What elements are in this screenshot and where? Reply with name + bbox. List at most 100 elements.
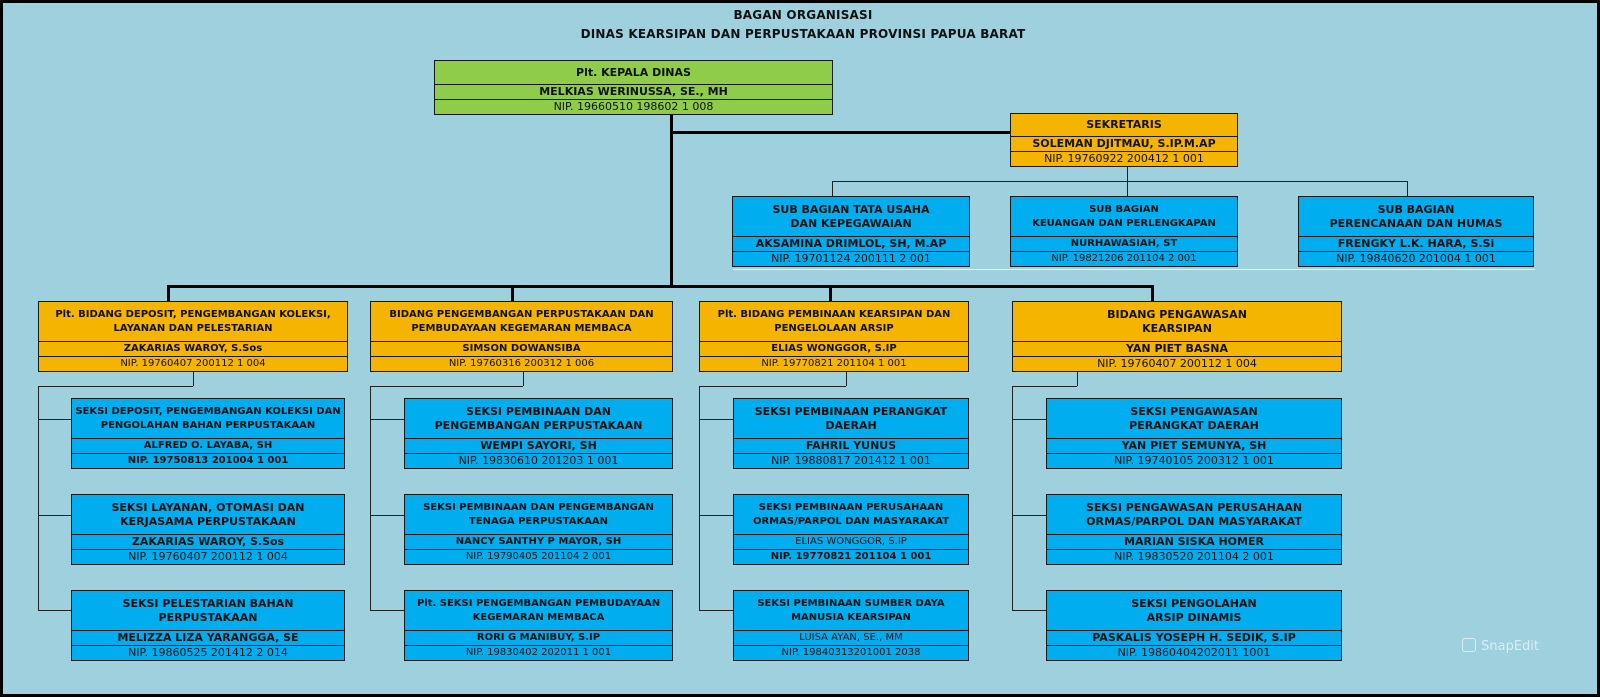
seksi-2-2-nip: NIP. 19790405 201104 2 001 bbox=[405, 549, 672, 564]
connector-col2-vertical bbox=[370, 386, 371, 611]
seksi-2-3-role2: KEGEMARAN MEMBACA bbox=[472, 611, 605, 623]
connector-head-trunk bbox=[670, 115, 673, 285]
subbagian-box-1: SUB BAGIAN TATA USAHA DAN KEPEGAWAIAN AK… bbox=[732, 196, 970, 267]
connector-col2-seksi3 bbox=[370, 610, 404, 611]
connector-subbagian-1 bbox=[832, 181, 833, 196]
seksi-1-1-role2: PENGOLAHAN BAHAN PERPUSTAKAAN bbox=[100, 419, 316, 431]
seksi-1-1-nip: NIP. 19750813 201004 1 001 bbox=[72, 453, 344, 468]
connector-subbagian-3 bbox=[1407, 181, 1408, 196]
connector-col2-top bbox=[370, 386, 523, 387]
subbagian-3-role1: SUB BAGIAN bbox=[1377, 202, 1455, 216]
bidang-box-1: Plt. BIDANG DEPOSIT, PENGEMBANGAN KOLEKS… bbox=[38, 301, 348, 372]
bidang-1-role1: Plt. BIDANG DEPOSIT, PENGEMBANGAN KOLEKS… bbox=[55, 308, 331, 320]
seksi-4-2-role2: ORMAS/PARPOL DAN MASYARAKAT bbox=[1086, 514, 1302, 528]
connector-subbagian-2 bbox=[1127, 181, 1128, 196]
seksi-2-3-name: RORI G MANIBUY, S.IP bbox=[405, 630, 672, 645]
bidang-4-role2: KEARSIPAN bbox=[1142, 321, 1212, 335]
head-nip: NIP. 19660510 198602 1 008 bbox=[435, 99, 832, 114]
seksi-box-4-1: SEKSI PENGAWASAN PERANGKAT DAERAH YAN PI… bbox=[1046, 398, 1342, 469]
subbagian-2-name: NURHAWASIAH, ST bbox=[1011, 236, 1237, 251]
seksi-1-1-name: ALFRED O. LAYABA, SH bbox=[72, 438, 344, 453]
seksi-3-3-role2: MANUSIA KEARSIPAN bbox=[791, 611, 911, 623]
seksi-2-1-role2: PENGEMBANGAN PERPUSTAKAAN bbox=[434, 418, 643, 432]
connector-col3-seksi2 bbox=[699, 515, 733, 516]
connector-bidang-3 bbox=[829, 285, 832, 301]
seksi-2-3-nip: NIP. 19830402 202011 1 001 bbox=[405, 645, 672, 660]
seksi-4-2-name: MARIAN SISKA HOMER bbox=[1047, 534, 1341, 549]
connector-col4-seksi3 bbox=[1012, 610, 1046, 611]
divider-line bbox=[733, 269, 1535, 270]
bidang-3-nip: NIP. 19770821 201104 1 001 bbox=[700, 356, 968, 371]
subbagian-1-role1: SUB BAGIAN TATA USAHA bbox=[772, 202, 930, 216]
seksi-box-3-2: SEKSI PEMBINAAN PERUSAHAAN ORMAS/PARPOL … bbox=[733, 494, 969, 565]
bidang-2-name: SIMSON DOWANSIBA bbox=[371, 341, 672, 356]
seksi-3-2-name: ELIAS WONGGOR, S.IP bbox=[734, 534, 968, 549]
head-role: Plt. KEPALA DINAS bbox=[576, 65, 691, 79]
seksi-box-1-1: SEKSI DEPOSIT, PENGEMBANGAN KOLEKSI DAN … bbox=[71, 398, 345, 469]
seksi-2-1-nip: NIP. 19830610 201203 1 001 bbox=[405, 453, 672, 468]
secretary-nip: NIP. 19760922 200412 1 001 bbox=[1011, 151, 1237, 166]
secretary-role: SEKRETARIS bbox=[1086, 118, 1162, 131]
seksi-4-3-nip: NIP. 19860404202011 1001 bbox=[1047, 645, 1341, 660]
seksi-1-2-role2: KERJASAMA PERPUSTAKAAN bbox=[120, 514, 296, 528]
connector-col2-seksi1 bbox=[370, 419, 404, 420]
connector-subbagian-bus bbox=[832, 181, 1407, 182]
seksi-1-3-nip: NIP. 19860525 201412 2 014 bbox=[72, 645, 344, 660]
seksi-4-3-role1: SEKSI PENGOLAHAN bbox=[1131, 596, 1257, 610]
subbagian-3-name: FRENGKY L.K. HARA, S.Si bbox=[1299, 236, 1533, 251]
seksi-2-2-role1: SEKSI PEMBINAAN DAN PENGEMBANGAN bbox=[423, 501, 654, 513]
chart-title-line1: BAGAN ORGANISASI bbox=[733, 8, 873, 22]
seksi-4-2-role1: SEKSI PENGAWASAN PERUSAHAAN bbox=[1085, 500, 1303, 514]
head-name: MELKIAS WERINUSSA, SE., MH bbox=[435, 84, 832, 99]
seksi-2-1-name: WEMPI SAYORI, SH bbox=[405, 438, 672, 453]
secretary-box: SEKRETARIS SOLEMAN DJITMAU, S.IP.M.AP NI… bbox=[1010, 113, 1238, 167]
connector-bidang-2 bbox=[511, 285, 514, 301]
seksi-box-2-1: SEKSI PEMBINAAN DAN PENGEMBANGAN PERPUST… bbox=[404, 398, 673, 469]
secretary-name: SOLEMAN DJITMAU, S.IP.M.AP bbox=[1011, 136, 1237, 151]
seksi-2-1-role1: SEKSI PEMBINAAN DAN bbox=[466, 404, 611, 418]
subbagian-3-nip: NIP. 19840620 201004 1 001 bbox=[1299, 251, 1533, 266]
seksi-box-1-3: SEKSI PELESTARIAN BAHAN PERPUSTAKAAN MEL… bbox=[71, 590, 345, 661]
seksi-box-2-2: SEKSI PEMBINAAN DAN PENGEMBANGAN TENAGA … bbox=[404, 494, 673, 565]
seksi-box-4-2: SEKSI PENGAWASAN PERUSAHAAN ORMAS/PARPOL… bbox=[1046, 494, 1342, 565]
seksi-box-3-3: SEKSI PEMBINAAN SUMBER DAYA MANUSIA KEAR… bbox=[733, 590, 969, 661]
seksi-box-4-3: SEKSI PENGOLAHAN ARSIP DINAMIS PASKALIS … bbox=[1046, 590, 1342, 661]
connector-col2-seksi2 bbox=[370, 515, 404, 516]
seksi-box-1-2: SEKSI LAYANAN, OTOMASI DAN KERJASAMA PER… bbox=[71, 494, 345, 565]
seksi-4-1-nip: NIP. 19740105 200312 1 001 bbox=[1047, 453, 1341, 468]
seksi-box-3-1: SEKSI PEMBINAAN PERANGKAT DAERAH FAHRIL … bbox=[733, 398, 969, 469]
connector-col3-top bbox=[699, 386, 846, 387]
connector-head-secretary bbox=[670, 131, 1010, 134]
subbagian-1-role2: DAN KEPEGAWAIAN bbox=[790, 216, 912, 230]
org-chart: BAGAN ORGANISASI DINAS KEARSIPAN DAN PER… bbox=[3, 3, 1597, 694]
seksi-3-1-role1: SEKSI PEMBINAAN PERANGKAT bbox=[754, 404, 948, 418]
seksi-3-1-role2: DAERAH bbox=[825, 418, 877, 432]
bidang-1-name: ZAKARIAS WAROY, S.Sos bbox=[39, 341, 347, 356]
seksi-2-2-name: NANCY SANTHY P MAYOR, SH bbox=[405, 534, 672, 549]
connector-col3-seksi3 bbox=[699, 610, 733, 611]
bidang-4-role1: BIDANG PENGAWASAN bbox=[1107, 307, 1247, 321]
connector-col4-vertical bbox=[1012, 386, 1013, 611]
snapedit-logo-icon bbox=[1462, 638, 1477, 652]
bidang-box-3: Plt. BIDANG PEMBINAAN KEARSIPAN DAN PENG… bbox=[699, 301, 969, 372]
seksi-2-3-role1: Plt. SEKSI PENGEMBANGAN PEMBUDAYAAN bbox=[416, 597, 661, 609]
connector-col4-seksi2 bbox=[1012, 515, 1046, 516]
connector-bidang-4 bbox=[1151, 285, 1154, 301]
bidang-3-role1: Plt. BIDANG PEMBINAAN KEARSIPAN DAN bbox=[717, 308, 951, 320]
seksi-4-3-role2: ARSIP DINAMIS bbox=[1146, 610, 1242, 624]
bidang-2-role2: PEMBUDAYAAN KEGEMARAN MEMBACA bbox=[411, 322, 632, 334]
seksi-3-3-name: LUISA AYAN, SE., MM bbox=[734, 630, 968, 645]
seksi-4-3-name: PASKALIS YOSEPH H. SEDIK, S.IP bbox=[1047, 630, 1341, 645]
seksi-1-2-role1: SEKSI LAYANAN, OTOMASI DAN bbox=[111, 500, 305, 514]
connector-col4-stub bbox=[1077, 372, 1078, 386]
seksi-3-2-nip: NIP. 19770821 201104 1 001 bbox=[734, 549, 968, 564]
seksi-1-2-name: ZAKARIAS WAROY, S.Sos bbox=[72, 534, 344, 549]
seksi-4-2-nip: NIP. 19830520 201104 2 001 bbox=[1047, 549, 1341, 564]
subbagian-2-role2: KEUANGAN DAN PERLENGKAPAN bbox=[1032, 217, 1216, 229]
connector-col1-seksi1 bbox=[38, 419, 71, 420]
seksi-3-1-name: FAHRIL YUNUS bbox=[734, 438, 968, 453]
bidang-2-nip: NIP. 19760316 200312 1 006 bbox=[371, 356, 672, 371]
subbagian-box-2: SUB BAGIAN KEUANGAN DAN PERLENGKAPAN NUR… bbox=[1010, 196, 1238, 267]
connector-col3-stub bbox=[846, 372, 847, 386]
connector-col2-stub bbox=[523, 372, 524, 386]
